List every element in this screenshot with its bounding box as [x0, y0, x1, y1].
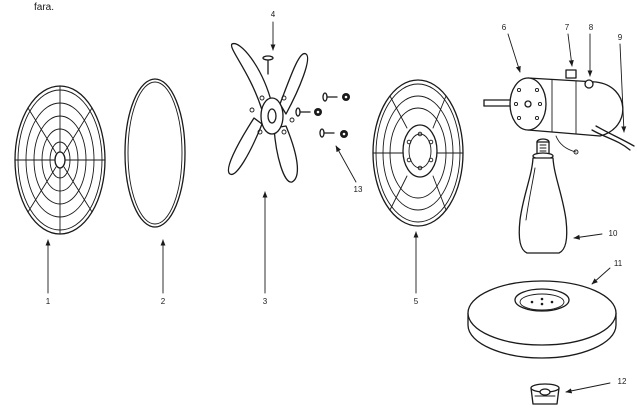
label-4: 4: [271, 10, 276, 19]
label-6: 6: [502, 23, 507, 32]
label-3: 3: [263, 297, 268, 306]
fan-neck: [518, 138, 568, 254]
blade-screw: [262, 55, 274, 75]
fan-blade: [227, 43, 309, 183]
label-13: 13: [354, 185, 363, 194]
label-12: 12: [618, 377, 627, 386]
label-5: 5: [414, 297, 419, 306]
screws-and-nuts: [295, 92, 350, 138]
callout-arrows: [45, 21, 627, 394]
rear-guard: [372, 79, 464, 227]
front-guard: [14, 85, 106, 235]
label-2: 2: [161, 297, 166, 306]
clamp-ring: [124, 78, 186, 228]
label-7: 7: [565, 23, 570, 32]
callout-labels: 1 2 3 4 5 6 7 8 9 10 11 12 13: [46, 10, 627, 386]
label-1: 1: [46, 297, 51, 306]
fan-base: [467, 280, 617, 359]
base-foot: [530, 383, 560, 405]
label-9: 9: [618, 33, 623, 42]
label-8: 8: [589, 23, 594, 32]
motor-housing: [483, 69, 635, 155]
label-10: 10: [609, 229, 618, 238]
caption-text: fara.: [34, 2, 54, 13]
label-11: 11: [614, 259, 623, 268]
